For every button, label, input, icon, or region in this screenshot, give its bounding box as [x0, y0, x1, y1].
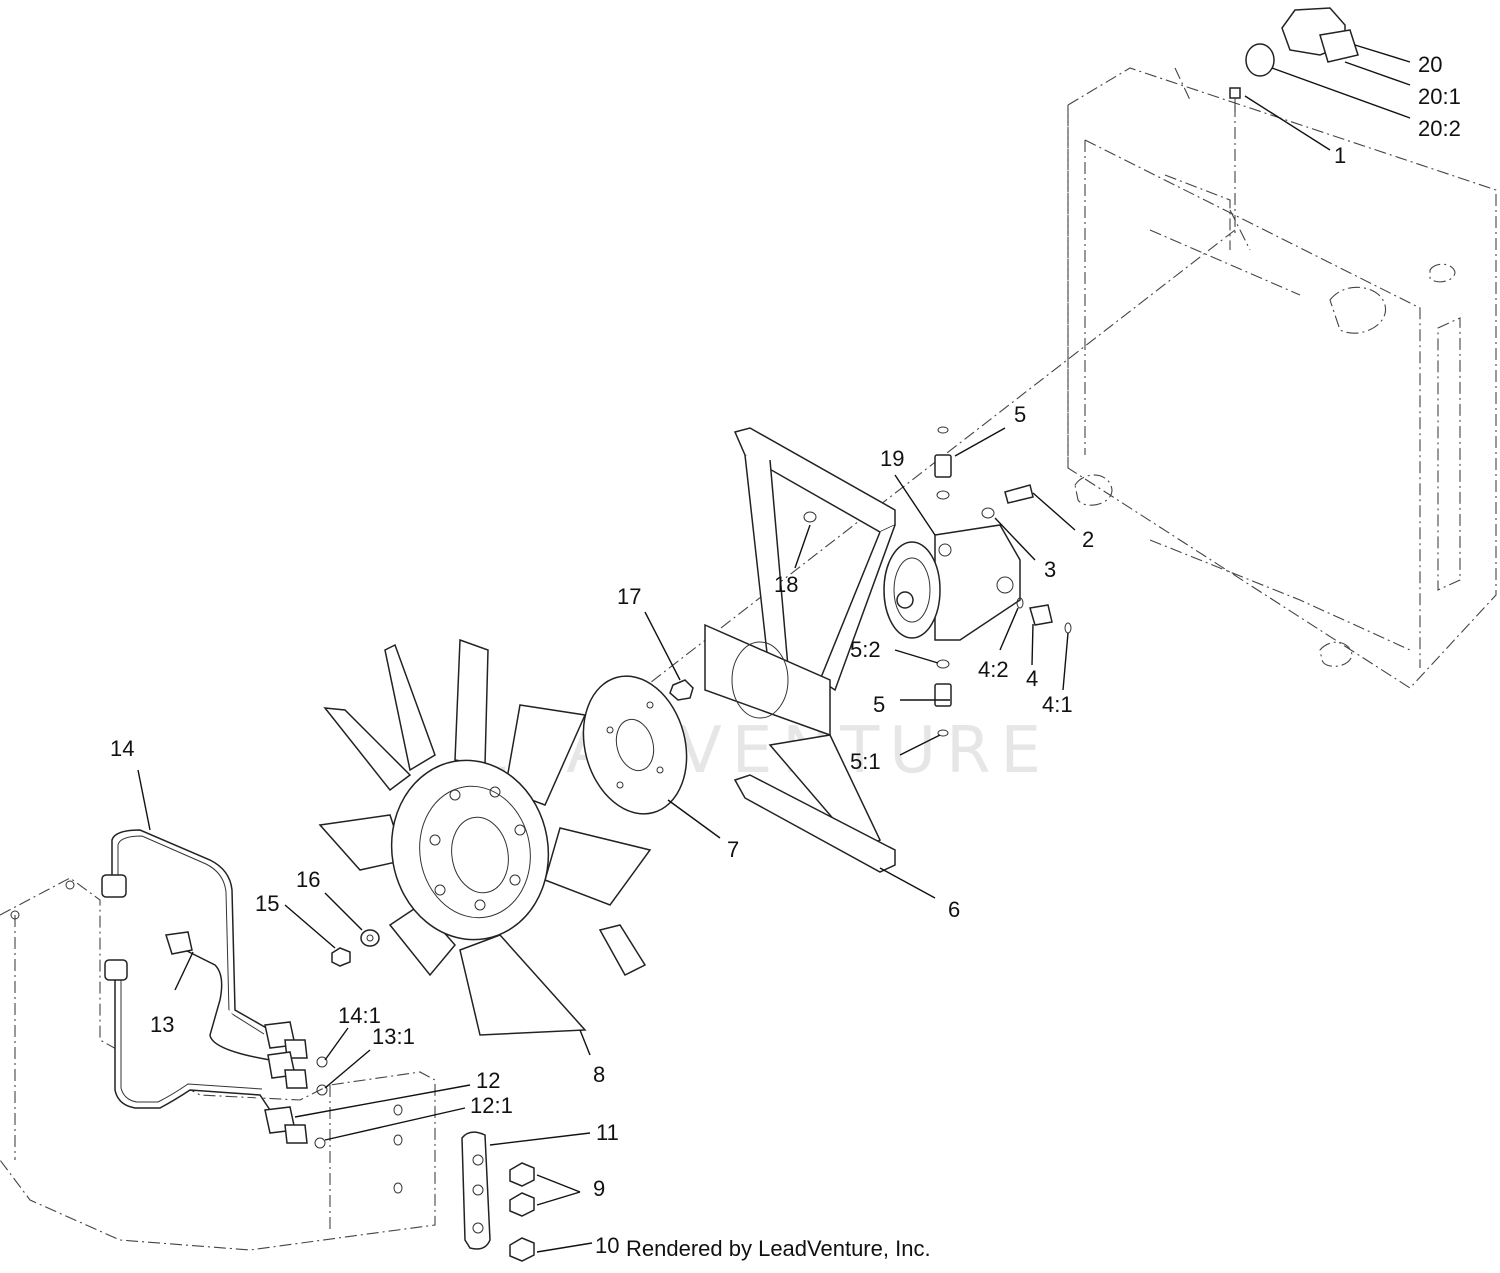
- radiator: [1067, 67, 1497, 689]
- cooling-fan: [318, 638, 652, 1036]
- fan-shroud: [0, 877, 436, 1251]
- leader-lines: [137, 44, 1411, 1253]
- callout-19: 19: [880, 446, 904, 471]
- callout-1: 1: [1334, 143, 1346, 168]
- callout-13: 13: [150, 1012, 174, 1037]
- elbow-fitting: [1245, 7, 1359, 77]
- hydraulic-tubes: [101, 829, 328, 1149]
- callout-14: 14: [110, 736, 134, 761]
- callout-8: 8: [593, 1062, 605, 1087]
- callout-12: 12: [476, 1068, 500, 1093]
- hub-plate: [582, 675, 688, 815]
- callout-5-1: 5:1: [850, 749, 881, 774]
- bolt-small: [1229, 87, 1241, 112]
- callout-9: 9: [593, 1176, 605, 1201]
- callout-17: 17: [617, 584, 641, 609]
- callout-20-2: 20:2: [1418, 116, 1461, 141]
- callout-4: 4: [1026, 666, 1038, 691]
- callout-14-1: 14:1: [338, 1003, 381, 1028]
- callout-18: 18: [774, 572, 798, 597]
- callout-5-bottom: 5: [873, 692, 885, 717]
- mount-bracket: [704, 427, 896, 873]
- callout-15: 15: [255, 891, 279, 916]
- nut-17: [669, 679, 694, 701]
- callout-20-1: 20:1: [1418, 84, 1461, 109]
- fan-bolt-washer: [331, 929, 380, 967]
- callout-16: 16: [296, 867, 320, 892]
- callout-10: 10: [595, 1233, 619, 1258]
- clamp-plate-and-nuts: [461, 1131, 535, 1262]
- callout-20: 20: [1418, 52, 1442, 77]
- callout-12-1: 12:1: [470, 1093, 513, 1118]
- callout-2: 2: [1082, 527, 1094, 552]
- callout-4-2: 4:2: [978, 657, 1009, 682]
- callout-11: 11: [596, 1120, 619, 1145]
- callout-3: 3: [1044, 557, 1056, 582]
- callout-5-top: 5: [1014, 402, 1026, 427]
- hydraulic-motor: [883, 426, 1072, 737]
- render-credit: Rendered by LeadVenture, Inc.: [626, 1236, 931, 1261]
- callout-4-1: 4:1: [1042, 692, 1073, 717]
- callout-13-1: 13:1: [372, 1024, 415, 1049]
- callout-labels: 20 20:1 20:2 1 5 19 2 3 18 17 5:2 4:2 4 …: [110, 52, 1461, 1258]
- callout-5-2: 5:2: [850, 637, 881, 662]
- callout-6: 6: [948, 897, 960, 922]
- callout-7: 7: [727, 837, 739, 862]
